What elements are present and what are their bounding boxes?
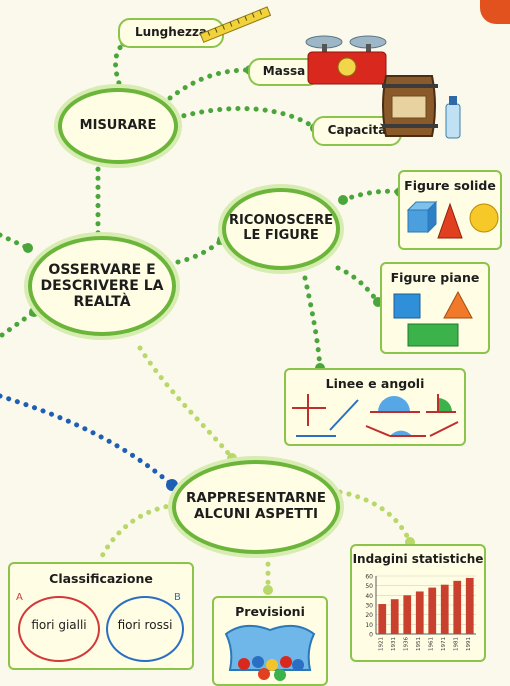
venn-set-a-letter: A xyxy=(16,592,23,603)
venn-set-a-label: fiori gialli xyxy=(31,618,87,632)
bar xyxy=(415,591,424,634)
connector-rapp-classificazione xyxy=(97,502,178,563)
bar xyxy=(440,584,449,634)
connector-left-top xyxy=(0,232,31,251)
classificazione-title: Classificazione xyxy=(49,571,153,586)
connector-misurare-capacita xyxy=(172,106,318,131)
venn-set-b-label: fiori rossi xyxy=(117,618,173,632)
box-previsioni[interactable]: Previsioni xyxy=(212,596,328,686)
barrel-icon xyxy=(382,75,461,139)
y-tick-label: 20 xyxy=(365,612,373,619)
previsioni-title: Previsioni xyxy=(235,604,305,619)
solid-shapes-icon xyxy=(406,200,499,239)
figure-solide-title: Figure solide xyxy=(404,178,496,193)
node-rappresentarne[interactable]: RAPPRESENTARNE ALCUNI ASPETTI xyxy=(172,460,340,554)
box-classificazione[interactable]: Classificazione A B fiori gialli fiori r… xyxy=(8,562,194,670)
box-figure-piane[interactable]: Figure piane xyxy=(380,262,490,354)
connector-left-bottom xyxy=(0,309,37,338)
x-tick-label: 1971 xyxy=(441,637,447,651)
y-tick-label: 40 xyxy=(365,593,373,600)
x-tick-label: 1931 xyxy=(391,637,397,651)
bar-chart: 0 10 20 30 40 50 60 1921 1931 1936 1951 1961 1971 198… xyxy=(365,574,476,651)
box-figure-solide[interactable]: Figure solide xyxy=(398,170,502,250)
bar xyxy=(403,595,412,634)
y-tick-label: 30 xyxy=(365,603,373,610)
connector-riconoscere-linee xyxy=(302,275,323,371)
connector-riconoscere-solide xyxy=(340,188,403,203)
y-tick-label: 60 xyxy=(365,574,373,581)
venn-set-b-letter: B xyxy=(174,592,181,603)
lines-angles-icon xyxy=(292,394,459,437)
node-misurare[interactable]: MISURARE xyxy=(58,88,178,164)
node-center[interactable]: OSSERVARE E DESCRIVERE LA REALTÀ xyxy=(28,236,176,336)
x-tick-label: 1921 xyxy=(378,637,384,651)
venn-set-b xyxy=(106,596,184,662)
scale-icon xyxy=(305,35,387,85)
x-tick-label: 1951 xyxy=(416,637,422,651)
connector-center-riconoscere xyxy=(175,237,225,265)
x-tick-label: 1961 xyxy=(428,637,434,651)
indagini-title: Indagini statistiche xyxy=(352,552,484,566)
y-tick-label: 50 xyxy=(365,583,373,590)
bar xyxy=(378,604,387,634)
figure-piane-title: Figure piane xyxy=(390,270,480,285)
bar xyxy=(453,580,462,634)
connector-center-rappresentarne xyxy=(137,345,235,461)
corner-tab xyxy=(480,0,510,24)
linee-angoli-title: Linee e angoli xyxy=(325,376,425,391)
bar xyxy=(390,599,399,634)
x-tick-label: 1936 xyxy=(403,637,409,651)
box-indagini[interactable]: Indagini statistiche 0 10 20 30 40 50 60 1921 19… xyxy=(350,544,486,662)
ruler-icon xyxy=(199,6,272,43)
venn-set-a xyxy=(18,596,100,662)
box-linee-angoli[interactable]: Linee e angoli xyxy=(284,368,466,446)
x-tick-label: 1981 xyxy=(453,637,459,651)
connector-riconoscere-piane xyxy=(335,265,381,305)
node-riconoscere[interactable]: RICONOSCERE LE FIGURE xyxy=(222,188,340,270)
connector-rapp-indagini xyxy=(337,489,413,545)
plane-shapes-icon xyxy=(393,290,473,347)
connector-blue xyxy=(0,393,175,488)
x-tick-label: 1991 xyxy=(466,637,472,651)
y-tick-label: 10 xyxy=(365,622,373,629)
bar xyxy=(428,587,437,634)
connector-misurare-massa xyxy=(167,67,253,101)
bar xyxy=(465,577,474,634)
y-tick-label: 0 xyxy=(369,632,373,639)
marbles-bag-icon xyxy=(224,624,316,681)
